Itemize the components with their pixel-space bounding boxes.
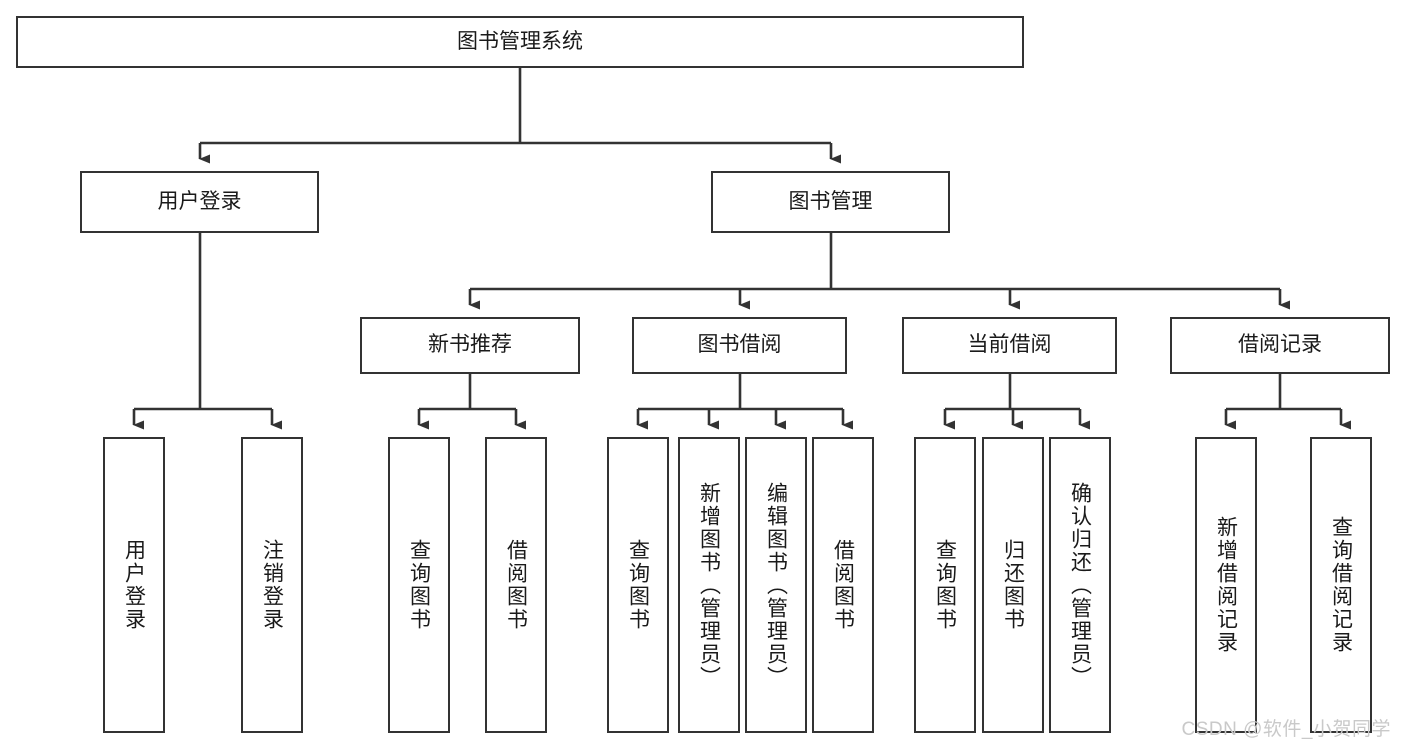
node-book-borrow[interactable]: 图书借阅 bbox=[632, 317, 847, 374]
node-borrow-record[interactable]: 借阅记录 bbox=[1170, 317, 1390, 374]
node-leaf-query-record[interactable]: 查询借阅记录 bbox=[1310, 437, 1372, 733]
node-book-manage[interactable]: 图书管理 bbox=[711, 171, 950, 233]
node-label: 新增借阅记录 bbox=[1214, 516, 1238, 654]
node-label: 查询图书 bbox=[407, 539, 431, 631]
node-leaf-query-book-1[interactable]: 查询图书 bbox=[388, 437, 450, 733]
node-label: 借阅记录 bbox=[1238, 333, 1322, 357]
node-leaf-return-book[interactable]: 归还图书 bbox=[982, 437, 1044, 733]
node-label: 查询图书 bbox=[933, 539, 957, 631]
node-leaf-borrow-book-2[interactable]: 借阅图书 bbox=[812, 437, 874, 733]
node-label: 用户登录 bbox=[122, 539, 146, 631]
node-leaf-edit-book-admin[interactable]: 编辑图书（管理员） bbox=[745, 437, 807, 733]
node-label: 用户登录 bbox=[157, 189, 242, 213]
node-label: 编辑图书（管理员） bbox=[764, 481, 788, 689]
node-root[interactable]: 图书管理系统 bbox=[16, 16, 1024, 68]
node-label: 借阅图书 bbox=[831, 539, 855, 631]
node-leaf-add-book-admin[interactable]: 新增图书（管理员） bbox=[678, 437, 740, 733]
node-current-borrow[interactable]: 当前借阅 bbox=[902, 317, 1117, 374]
node-label: 确认归还（管理员） bbox=[1068, 481, 1092, 689]
node-label: 查询借阅记录 bbox=[1329, 516, 1353, 654]
node-label: 借阅图书 bbox=[504, 539, 528, 631]
node-label: 图书借阅 bbox=[697, 333, 782, 357]
node-leaf-add-record[interactable]: 新增借阅记录 bbox=[1195, 437, 1257, 733]
node-label: 当前借阅 bbox=[967, 333, 1052, 357]
node-leaf-query-book-2[interactable]: 查询图书 bbox=[607, 437, 669, 733]
node-new-book-rec[interactable]: 新书推荐 bbox=[360, 317, 580, 374]
watermark: CSDN @软件_小贺同学 bbox=[1181, 719, 1391, 740]
node-label: 新增图书（管理员） bbox=[697, 481, 721, 689]
node-label: 查询图书 bbox=[626, 539, 650, 631]
node-leaf-borrow-book-1[interactable]: 借阅图书 bbox=[485, 437, 547, 733]
node-label: 图书管理系统 bbox=[457, 29, 583, 53]
node-user-login[interactable]: 用户登录 bbox=[80, 171, 319, 233]
node-label: 新书推荐 bbox=[428, 333, 512, 357]
node-label: 归还图书 bbox=[1001, 539, 1025, 631]
node-leaf-user-login[interactable]: 用户登录 bbox=[103, 437, 165, 733]
node-label: 图书管理 bbox=[788, 189, 873, 213]
node-leaf-user-logout[interactable]: 注销登录 bbox=[241, 437, 303, 733]
node-leaf-query-book-3[interactable]: 查询图书 bbox=[914, 437, 976, 733]
node-label: 注销登录 bbox=[260, 539, 284, 631]
node-leaf-confirm-return-admin[interactable]: 确认归还（管理员） bbox=[1049, 437, 1111, 733]
